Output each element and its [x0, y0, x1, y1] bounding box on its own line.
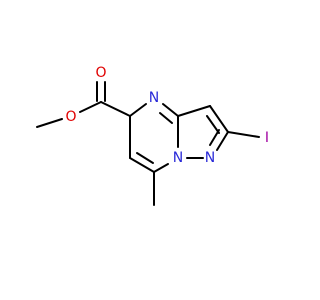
atom-label-group: O O N N N I [65, 65, 269, 166]
bond-ester-oxygen-to-carbonyl-carbon [79, 101, 102, 113]
pyrimidine-nitrogen-label: N [149, 90, 159, 106]
bond-n4-c3a-inner [159, 112, 173, 124]
bond-c2-n1 [216, 131, 229, 151]
ester-oxygen-label: O [65, 109, 76, 125]
bond-bridgehead-c7 [153, 163, 169, 173]
bond-c7-c6 [129, 157, 155, 173]
molecule-structure-diagram: O O N N N I [36, 65, 269, 206]
carbonyl-oxygen-label: O [95, 65, 106, 81]
bond-n4-c3a [162, 103, 179, 117]
bond-c3-c2-inner [206, 115, 220, 134]
pyrazole-nitrogen-label: N [205, 150, 215, 166]
bridgehead-nitrogen-label: N [173, 150, 183, 166]
bond-c3a-c3 [177, 105, 211, 117]
bond-methoxy-methyl-to-oxygen [36, 118, 63, 128]
bond-group [36, 81, 260, 206]
iodine-label: I [265, 130, 269, 146]
bond-c5-n4 [129, 103, 147, 117]
bond-c2-n1-inner [209, 129, 220, 146]
bond-c2-iodine [227, 131, 260, 138]
bond-carbonyl-carbon-to-ring [100, 101, 131, 117]
bond-c7-c6-inner [136, 152, 154, 164]
bond-c3-c2 [209, 105, 229, 133]
